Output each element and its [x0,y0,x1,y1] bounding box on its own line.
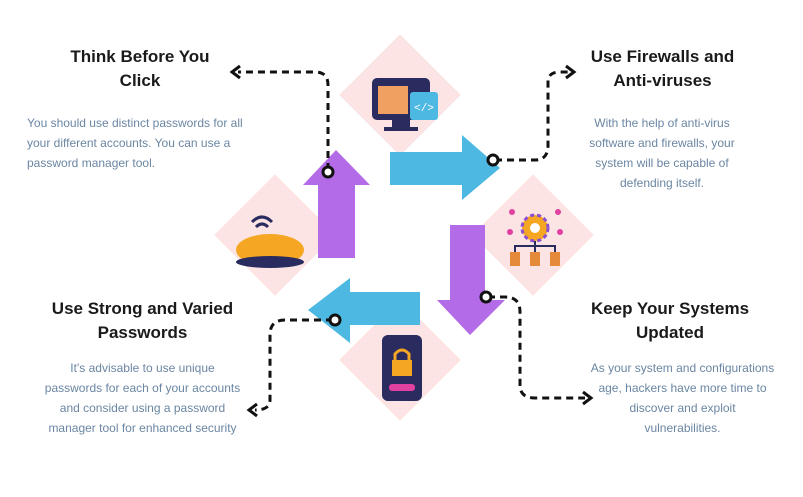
wifi-mouse-icon [236,215,304,268]
phone-lock-icon [382,335,422,401]
desc-firewalls: With the help of anti-virus software and… [589,116,735,190]
arrowhead-right-bottom [582,390,594,406]
desc-systems-updated: As your system and configurations age, h… [590,361,775,435]
dashed-connectors [238,70,585,412]
purple-up-arrow [303,150,370,258]
connector-dots [321,153,500,327]
connector-arrowheads [229,64,594,418]
connector-top-right [495,70,568,162]
computer-code-icon: </> [372,78,438,131]
arrowhead-left-bottom [246,402,258,418]
connector-bottom-right [488,295,585,400]
title-firewalls: Use Firewalls and Anti-viruses [590,47,735,90]
connector-bottom-left [254,318,333,412]
gear-network-icon [507,209,563,266]
title-strong-passwords: Use Strong and Varied Passwords [51,299,234,342]
purple-down-arrow [437,225,505,335]
title-think-before-you-click: Think Before You Click [70,47,210,90]
blue-left-arrow [308,278,420,343]
svg-text:</>: </> [414,103,434,115]
blue-right-arrow [390,135,500,200]
desc-strong-passwords: It's advisable to use unique passwords f… [44,361,241,435]
connector-top-left [238,70,330,170]
arrowhead-left-top [229,64,241,80]
arrowhead-right-top [565,64,577,80]
desc-think-before-you-click: You should use distinct passwords for al… [27,116,243,170]
title-systems-updated: Keep Your Systems Updated [590,299,750,342]
